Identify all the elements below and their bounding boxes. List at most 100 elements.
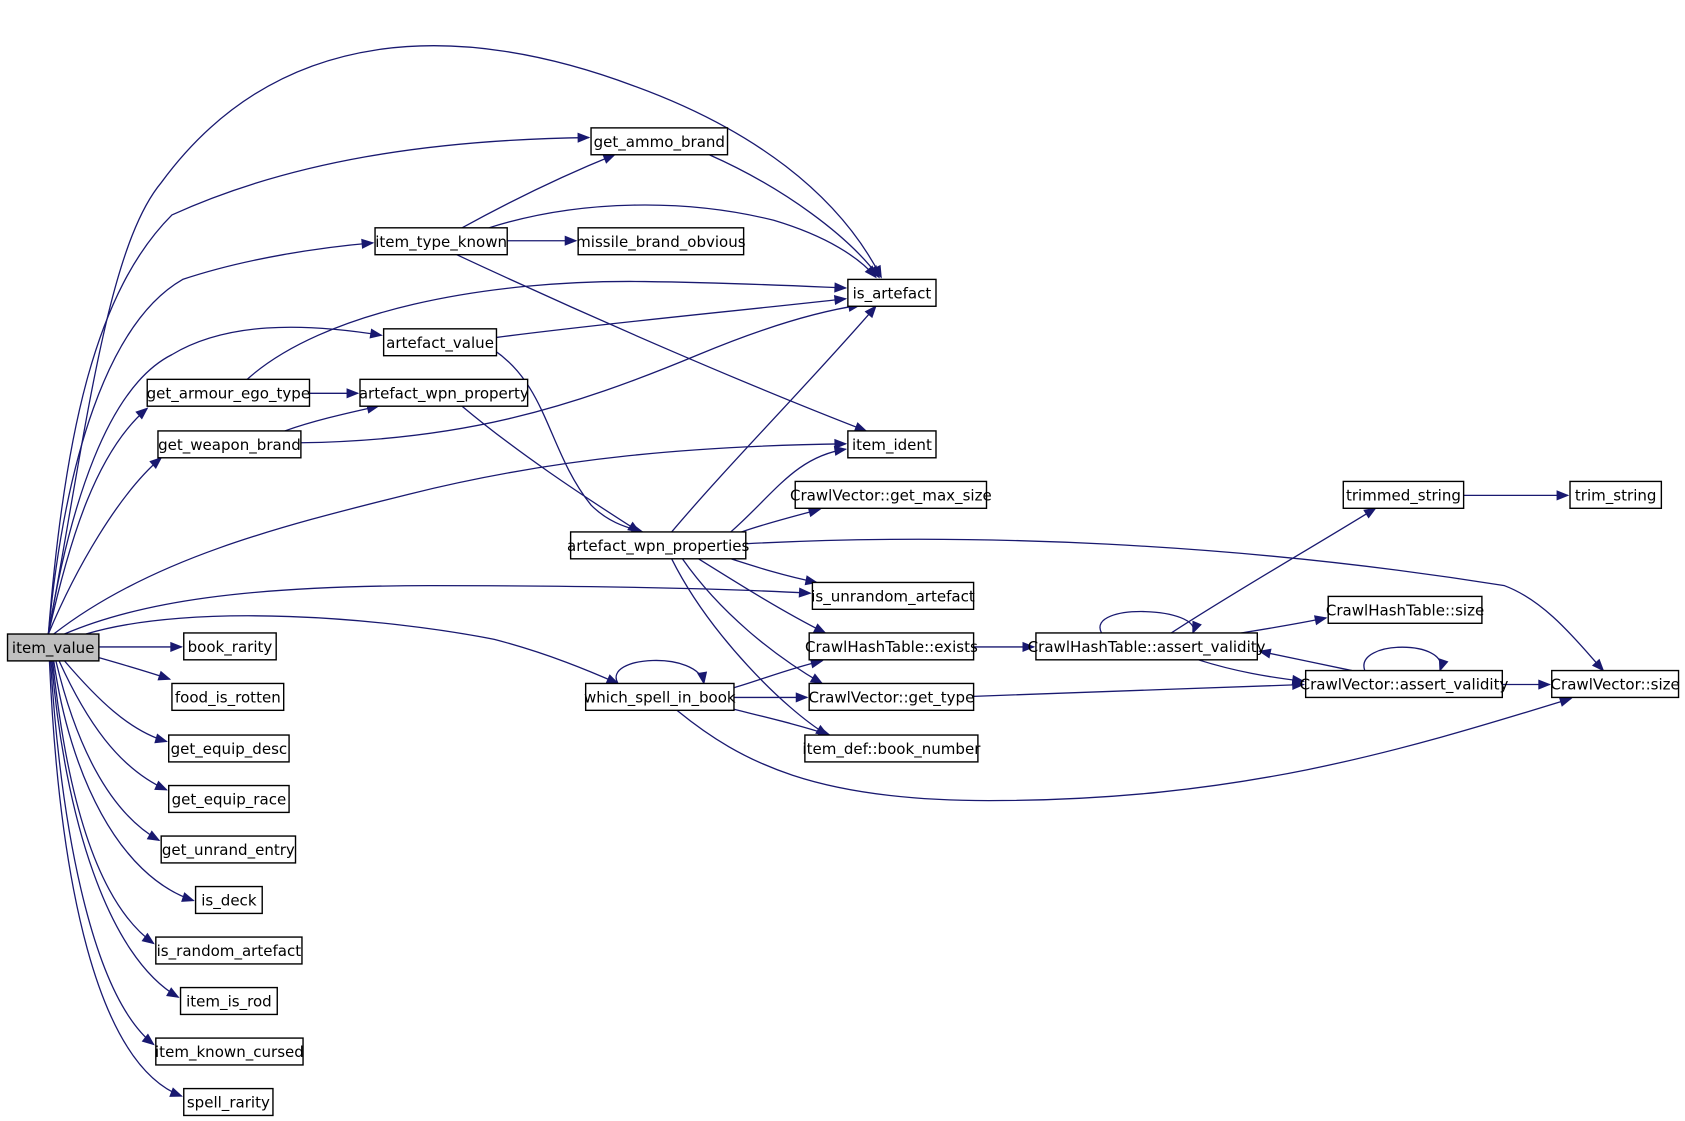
node-box[interactable] xyxy=(160,835,297,864)
node-get-armour-ego-type[interactable]: get_armour_ego_type xyxy=(146,378,311,407)
node-box[interactable] xyxy=(577,227,745,256)
arrowhead-icon xyxy=(154,733,168,744)
node-spell-rarity[interactable]: spell_rarity xyxy=(183,1087,274,1117)
node-box[interactable] xyxy=(1327,595,1483,624)
arrowhead-icon xyxy=(1313,615,1328,626)
node-cv-get-type[interactable]: CrawlVector::get_type xyxy=(808,682,975,712)
node-box[interactable] xyxy=(194,885,263,915)
edge-line xyxy=(47,326,382,635)
node-box[interactable] xyxy=(569,531,747,560)
edge-line xyxy=(49,660,155,1046)
node-artefact-wpn-properties[interactable]: artefact_wpn_properties xyxy=(567,531,750,560)
node-box[interactable] xyxy=(183,1087,274,1117)
edge-line xyxy=(246,280,846,380)
node-item-type-known[interactable]: item_type_known xyxy=(374,227,508,256)
node-box[interactable] xyxy=(1304,669,1504,699)
arrowhead-icon xyxy=(809,673,824,685)
edge-artefact_wpn_properties-to-is_artefact xyxy=(671,305,877,533)
node-is-artefact[interactable]: is_artefact xyxy=(847,278,937,307)
arrowhead-icon xyxy=(864,265,877,279)
edge-get_weapon_brand-to-is_artefact xyxy=(300,301,862,444)
node-cht-size[interactable]: CrawlHashTable::size xyxy=(1326,595,1484,624)
arrowhead-icon xyxy=(798,587,812,598)
node-trimmed-string[interactable]: trimmed_string xyxy=(1342,480,1465,509)
node-cv-get-max-size[interactable]: CrawlVector::get_max_size xyxy=(790,480,992,509)
node-book-rarity[interactable]: book_rarity xyxy=(183,632,277,661)
node-label: trim_string xyxy=(1575,486,1657,505)
node-item-known-cursed[interactable]: item_known_cursed xyxy=(155,1037,304,1066)
node-is-deck[interactable]: is_deck xyxy=(194,885,263,915)
edge-item_value-to-get_weapon_brand xyxy=(47,456,163,635)
node-food-is-rotten[interactable]: food_is_rotten xyxy=(171,682,285,712)
node-get-unrand-entry[interactable]: get_unrand_entry xyxy=(160,835,297,864)
arrowhead-icon xyxy=(864,305,877,319)
node-box[interactable] xyxy=(157,430,302,459)
node-box[interactable] xyxy=(6,633,100,662)
node-box[interactable] xyxy=(146,378,311,407)
node-is-unrandom-artefact[interactable]: is_unrandom_artefact xyxy=(811,581,975,611)
node-label: CrawlVector::assert_validity xyxy=(1300,676,1509,695)
node-cv-size[interactable]: CrawlVector::size xyxy=(1551,669,1680,699)
arrowhead-icon xyxy=(181,892,195,902)
node-item-is-rod[interactable]: item_is_rod xyxy=(179,986,278,1016)
node-box[interactable] xyxy=(183,632,277,661)
node-get-ammo-brand[interactable]: get_ammo_brand xyxy=(590,127,729,156)
node-cv-assert-validity[interactable]: CrawlVector::assert_validity xyxy=(1300,669,1509,699)
node-box[interactable] xyxy=(1551,669,1680,699)
node-get-weapon-brand[interactable]: get_weapon_brand xyxy=(157,430,302,459)
node-label: item_type_known xyxy=(375,233,507,252)
node-box[interactable] xyxy=(179,986,278,1016)
edge-item_value-to-item_known_cursed xyxy=(49,660,155,1046)
node-box[interactable] xyxy=(811,581,975,611)
arrowhead-icon xyxy=(1538,679,1552,690)
node-box[interactable] xyxy=(804,734,979,763)
node-box[interactable] xyxy=(590,127,729,156)
node-is-random-artefact[interactable]: is_random_artefact xyxy=(155,936,303,965)
arrowhead-icon xyxy=(149,456,163,469)
edge-trimmed_string-to-trim_string xyxy=(1463,490,1570,501)
node-item-value[interactable]: item_value xyxy=(6,633,100,662)
node-box[interactable] xyxy=(168,784,290,814)
node-trim-string[interactable]: trim_string xyxy=(1569,480,1663,509)
node-box[interactable] xyxy=(584,682,735,712)
node-box[interactable] xyxy=(847,430,937,459)
node-artefact-wpn-property[interactable]: artefact_wpn_property xyxy=(359,378,529,407)
node-label: get_weapon_brand xyxy=(158,436,301,455)
edge-item_value-to-spell_rarity xyxy=(48,660,183,1097)
node-box[interactable] xyxy=(374,227,508,256)
node-box[interactable] xyxy=(1342,480,1465,509)
node-box[interactable] xyxy=(794,480,988,509)
edge-line xyxy=(745,538,1604,671)
node-label: CrawlVector::size xyxy=(1551,676,1680,694)
edge-artefact_wpn_properties-to-cht_exists xyxy=(698,558,827,634)
edge-cv_assert_validity-to-cv_assert_validity xyxy=(1363,646,1449,672)
node-box[interactable] xyxy=(808,682,975,712)
node-box[interactable] xyxy=(382,328,498,357)
node-box[interactable] xyxy=(1569,480,1663,509)
arrowhead-icon xyxy=(833,294,848,306)
node-box[interactable] xyxy=(808,632,975,661)
node-which-spell-in-book[interactable]: which_spell_in_book xyxy=(584,682,736,712)
edge-cv_assert_validity-to-cv_size xyxy=(1502,679,1552,690)
node-cht-exists[interactable]: CrawlHashTable::exists xyxy=(805,632,978,661)
node-get-equip-desc[interactable]: get_equip_desc xyxy=(168,734,290,763)
node-cht-assert-validity[interactable]: CrawlHashTable::assert_validity xyxy=(1028,632,1266,661)
node-box[interactable] xyxy=(155,936,303,965)
edge-line xyxy=(52,660,155,945)
edge-line xyxy=(461,405,640,533)
node-box[interactable] xyxy=(171,682,285,712)
node-item-ident[interactable]: item_ident xyxy=(847,430,937,459)
node-box[interactable] xyxy=(155,1037,304,1066)
node-missile-brand-obvious[interactable]: missile_brand_obvious xyxy=(576,227,746,256)
node-artefact-value[interactable]: artefact_value xyxy=(382,328,498,357)
node-box[interactable] xyxy=(1035,632,1259,661)
node-item-def-book-number[interactable]: item_def::book_number xyxy=(802,734,981,763)
edge-cv_get_type-to-cv_assert_validity xyxy=(973,679,1305,697)
node-box[interactable] xyxy=(359,378,529,407)
node-label: get_equip_desc xyxy=(171,740,288,759)
edge-line xyxy=(671,558,828,736)
node-get-equip-race[interactable]: get_equip_race xyxy=(168,784,290,814)
node-box[interactable] xyxy=(168,734,290,763)
node-box[interactable] xyxy=(847,278,937,307)
edge-item_value-to-get_ammo_brand xyxy=(47,132,591,635)
